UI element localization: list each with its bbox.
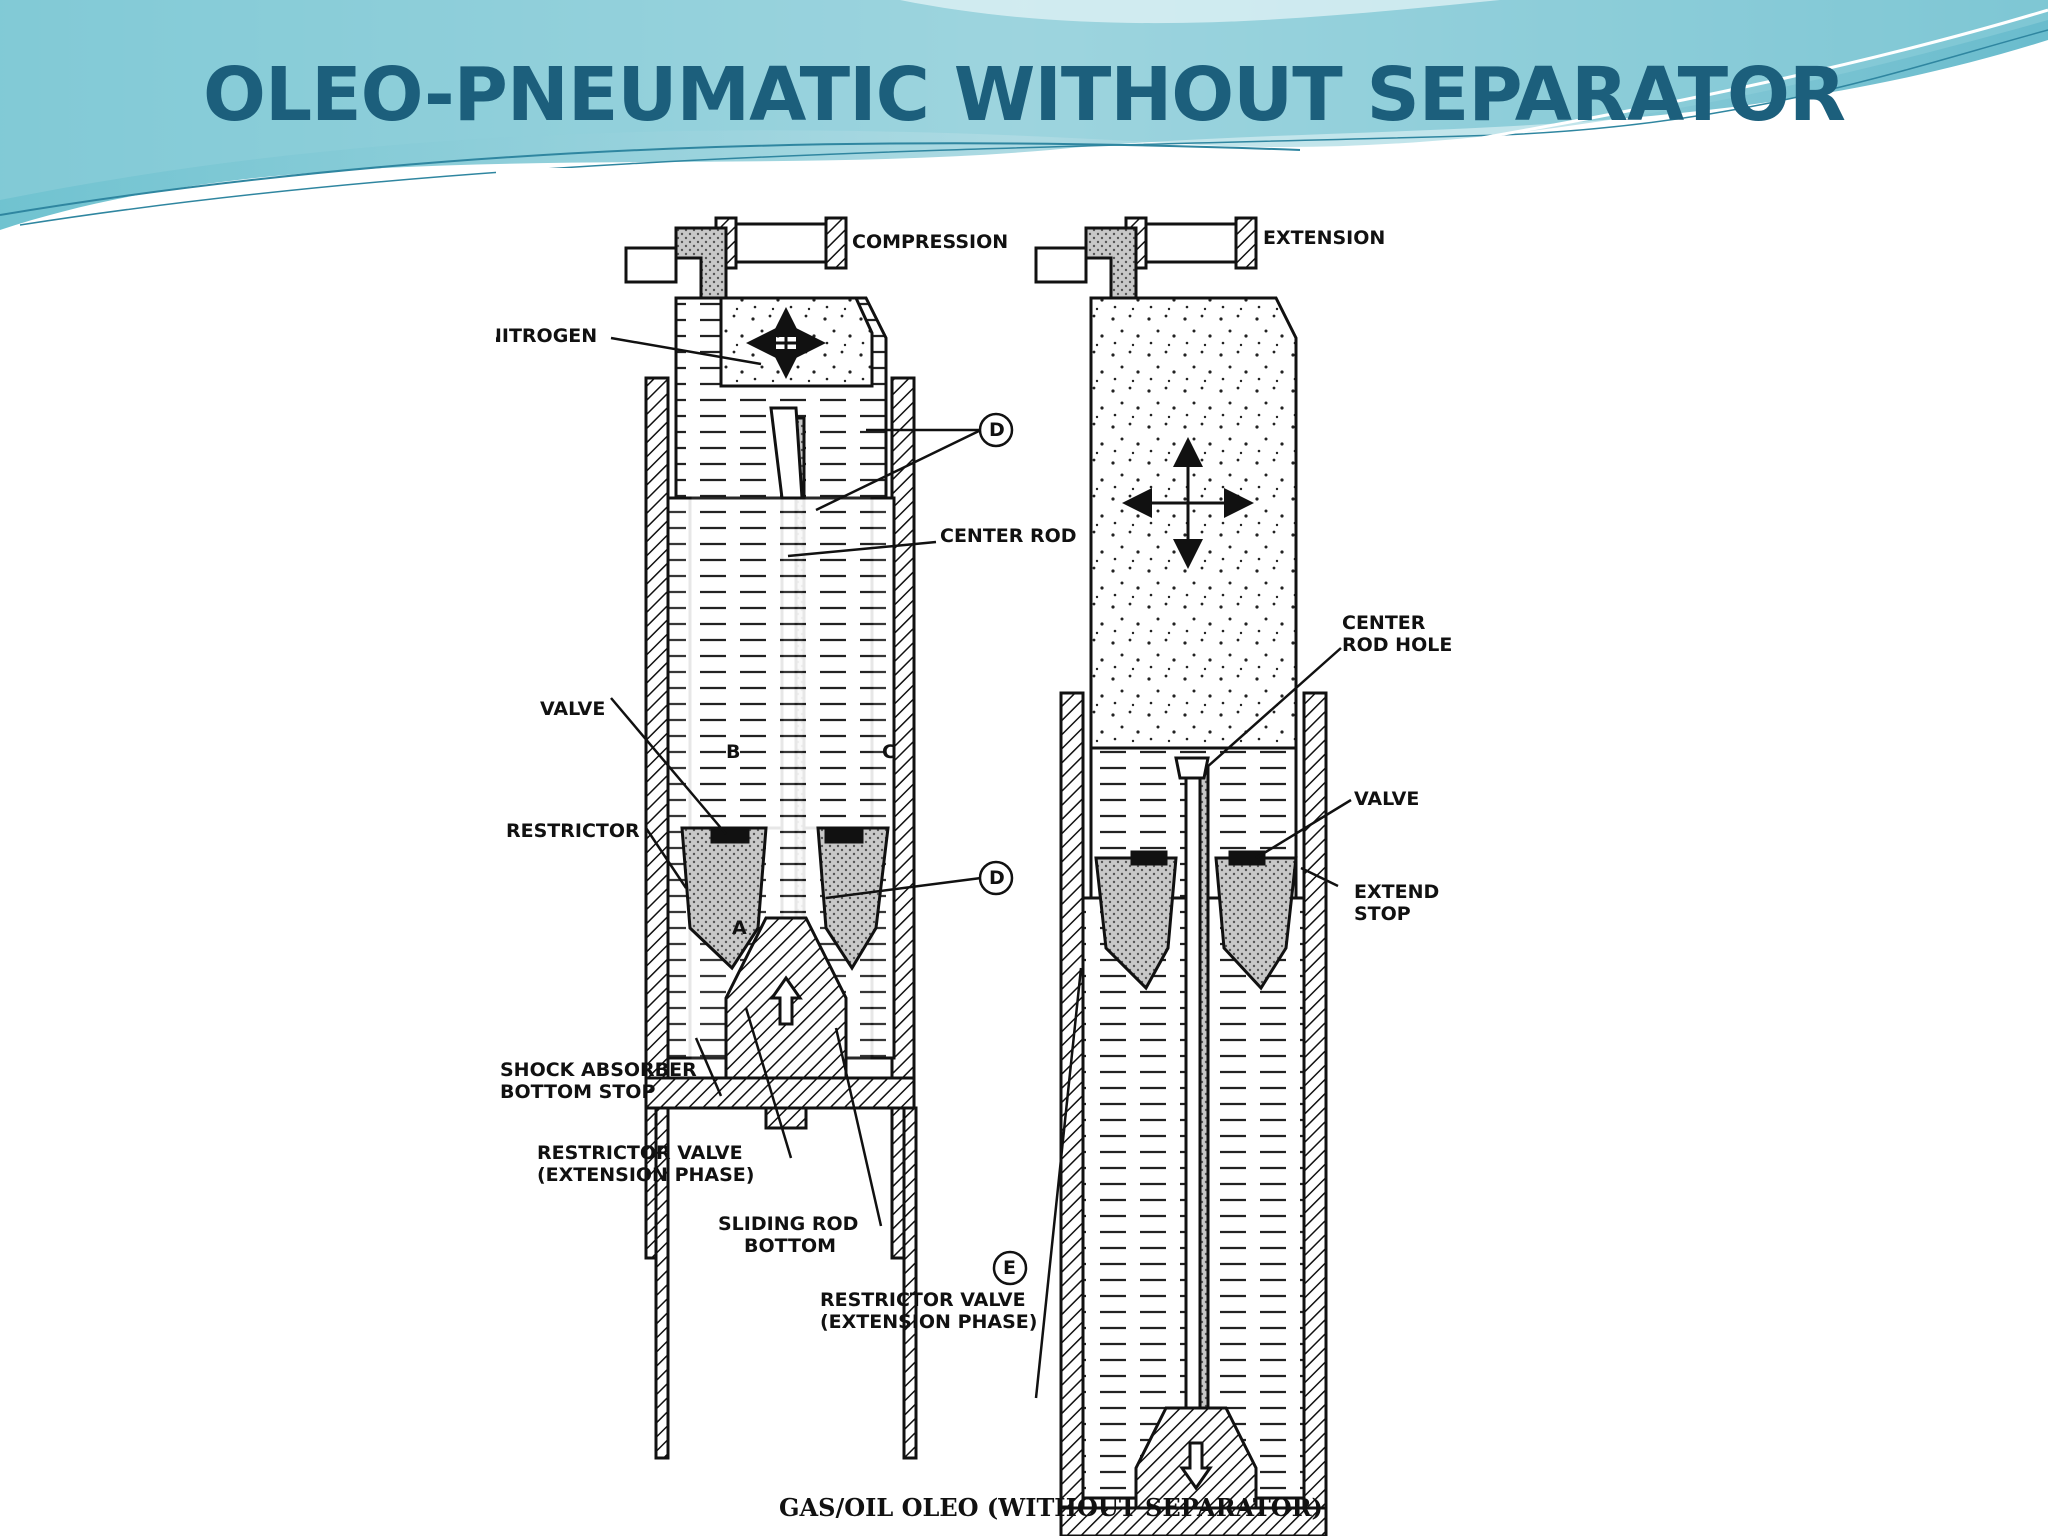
label-center: CENTER (1342, 612, 1426, 634)
letter-c: C (882, 741, 896, 763)
label-sliding-rod-bottom: BOTTOM (744, 1235, 836, 1257)
label-valve-right: VALVE (1354, 788, 1419, 810)
label-extension-phase-right: (EXTENSION PHASE) (820, 1311, 1037, 1333)
label-extension-phase-left: (EXTENSION PHASE) (537, 1164, 754, 1186)
marker-e-circle (992, 1250, 1028, 1286)
wave-banner (0, 0, 2048, 230)
label-restrictor: RESTRICTOR (506, 820, 640, 842)
label-bottom-stop: BOTTOM STOP (500, 1081, 655, 1103)
label-compression: COMPRESSION (852, 231, 1008, 253)
marker-d-1: D (989, 419, 1005, 441)
label-sliding-rod: SLIDING ROD (718, 1213, 858, 1235)
slide-title: OLEO-PNEUMATIC WITHOUT SEPARATOR (203, 52, 1846, 138)
label-extend: EXTEND (1354, 881, 1439, 903)
leader-lines (610, 336, 1352, 1399)
oleo-diagram: COMPRESSION EXTENSION NITROGEN CENTER RO… (496, 168, 1468, 1536)
label-stop: STOP (1354, 903, 1411, 925)
label-extension: EXTENSION (1263, 227, 1385, 249)
label-nitrogen: NITROGEN (496, 325, 597, 347)
marker-d-2: D (989, 867, 1005, 889)
extension-strut (1034, 216, 1328, 1536)
compression-strut (624, 216, 918, 1460)
marker-e: E (1003, 1257, 1016, 1279)
label-rod-hole: ROD HOLE (1342, 634, 1452, 656)
marker-d-circle-2 (978, 860, 1014, 896)
letter-a: A (732, 917, 747, 939)
figure-caption: GAS/OIL OLEO (WITHOUT SEPARATOR) (779, 1493, 1323, 1522)
label-valve-left: VALVE (540, 698, 605, 720)
label-restrictor-valve-right: RESTRICTOR VALVE (820, 1289, 1026, 1311)
marker-d-circle-1 (978, 412, 1014, 448)
label-center-rod: CENTER ROD (940, 525, 1077, 547)
label-shock-absorber: SHOCK ABSORBER (500, 1059, 697, 1081)
label-restrictor-valve-left: RESTRICTOR VALVE (537, 1142, 743, 1164)
letter-b: B (726, 741, 740, 763)
